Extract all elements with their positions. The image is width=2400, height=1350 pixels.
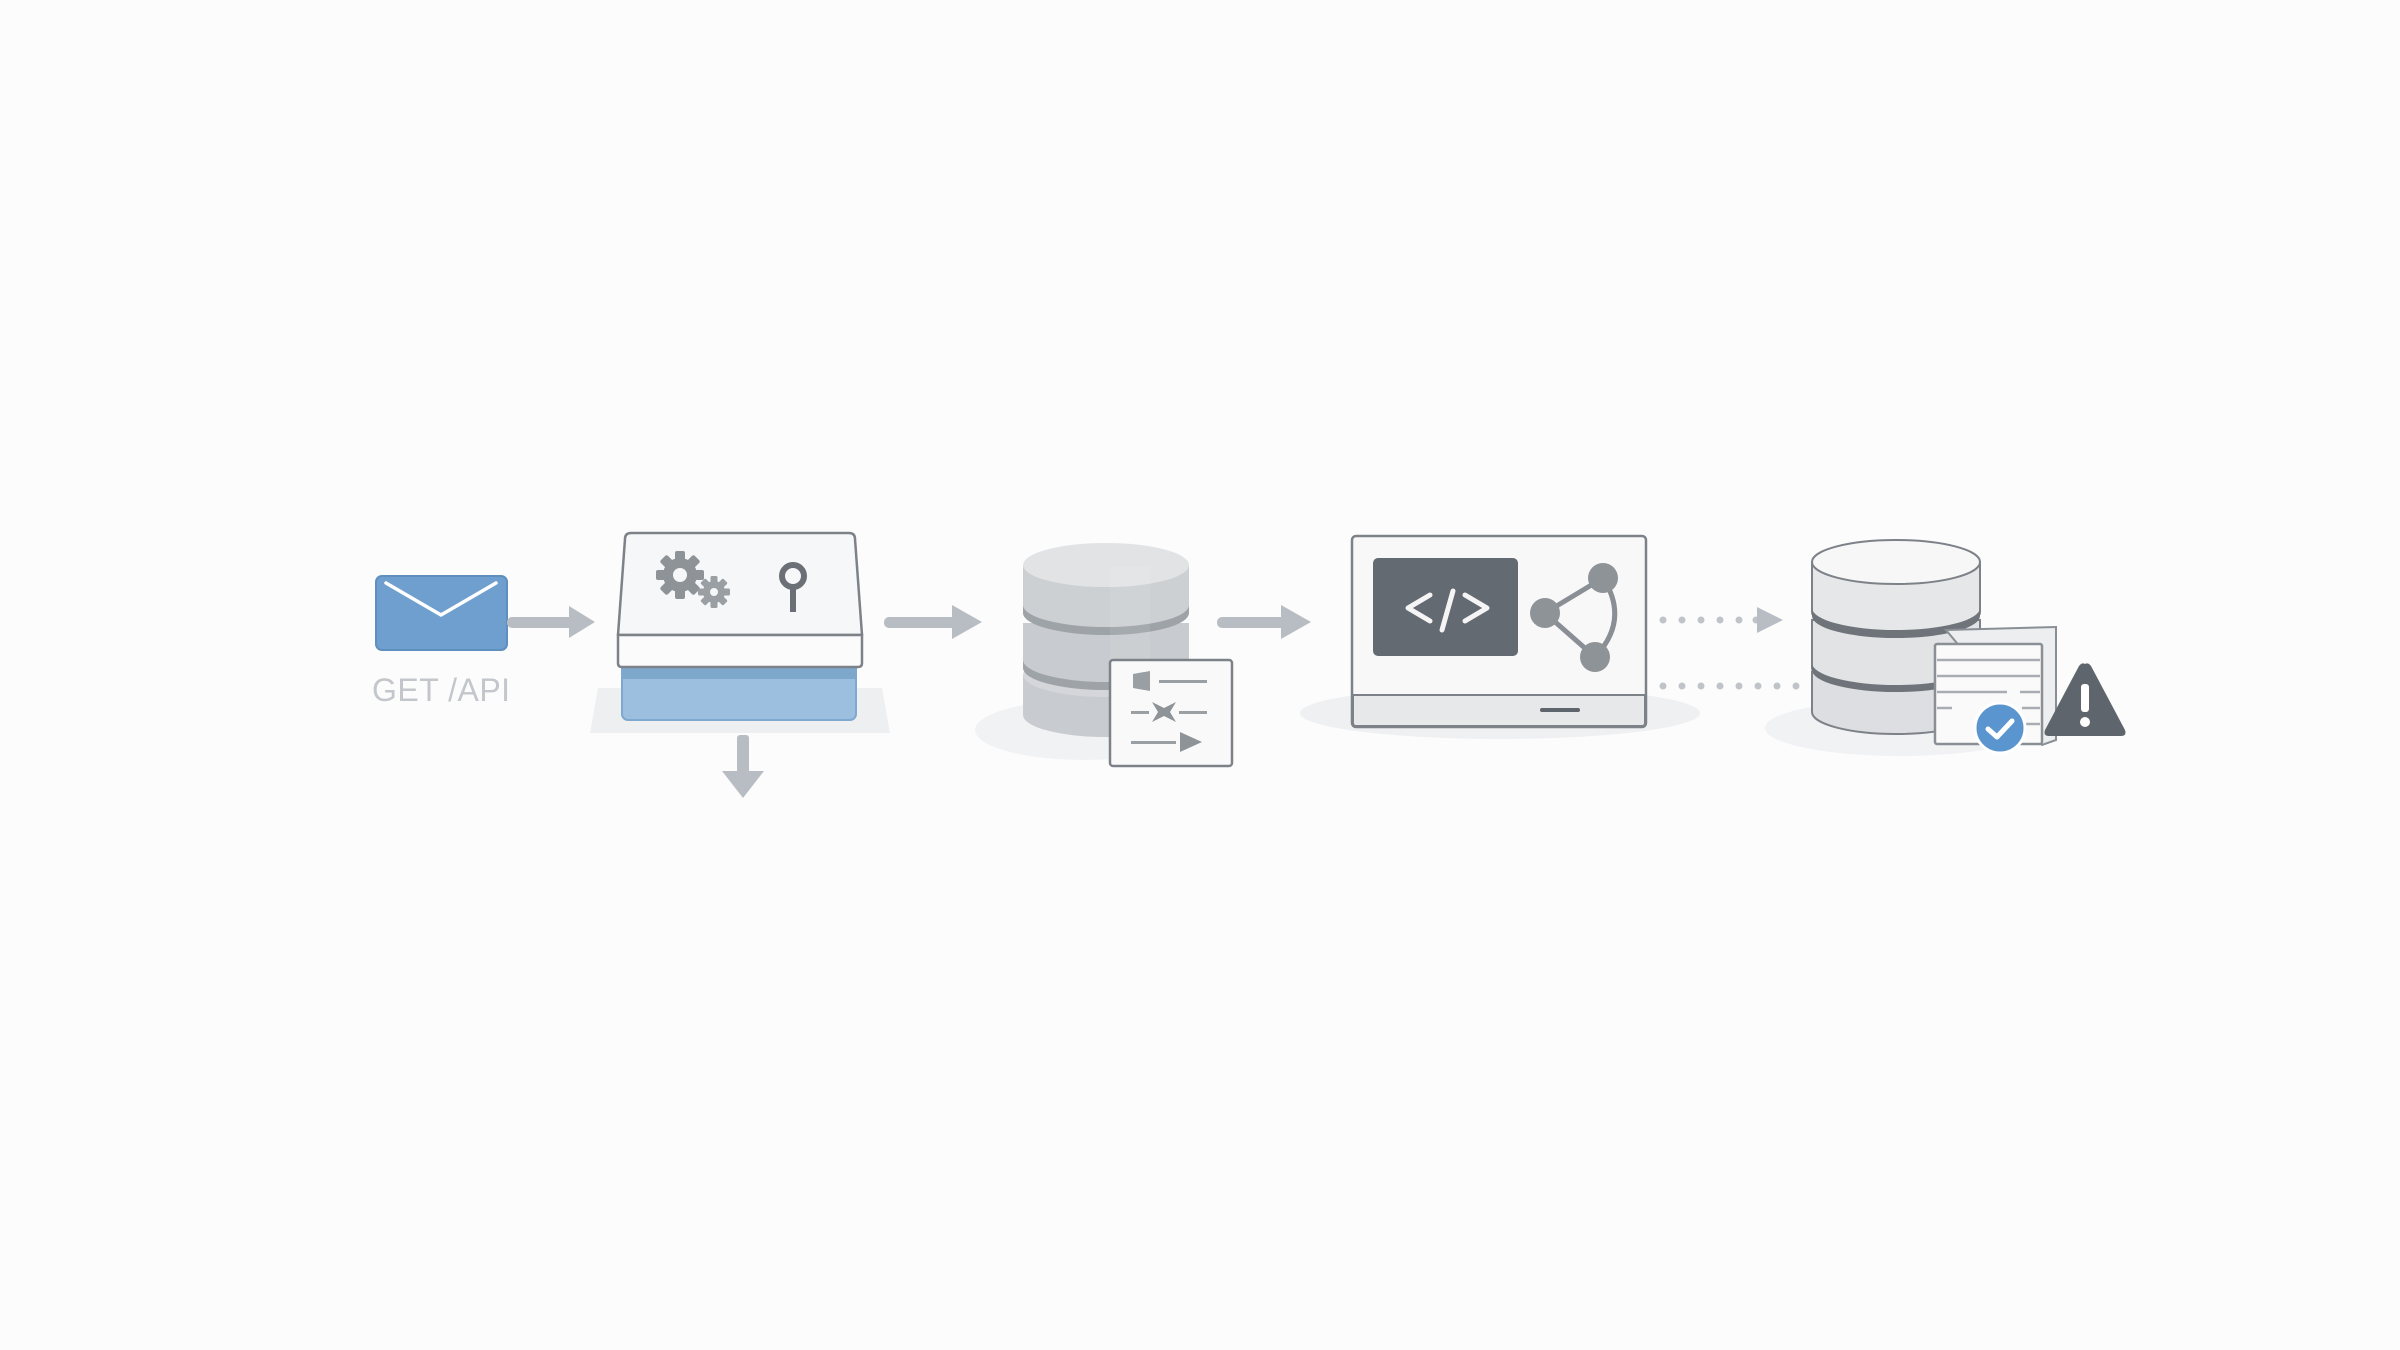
warning-triangle-icon [2044,663,2126,736]
share-network-icon [1530,563,1618,672]
code-brackets-icon [1405,588,1490,633]
request-label: GET /API [372,672,511,708]
envelope-icon [375,575,508,651]
stage-code-terminal [1295,525,1715,740]
stage-request: GET /API [370,570,515,715]
dotted-arrow-terminal-to-database-2 [1659,607,1783,633]
gear-icon [656,551,704,599]
dotted-line-terminal-to-database-2 [1659,682,1800,690]
terminal-icon [1300,534,1700,739]
arrow-request-to-gateway [507,606,595,638]
arrow-gateway-down [722,735,764,798]
gear-and-key-panel-icon [590,531,890,733]
media-controls-document-icon [1108,658,1234,768]
check-circle-icon [1973,701,2027,755]
small-gear-icon [698,576,730,608]
stage-database-2 [1760,520,2140,760]
code-panel [1373,558,1518,656]
arrow-database-1-to-terminal [1217,605,1311,639]
stage-gateway [590,525,890,798]
key-icon [779,562,807,612]
stage-database-1 [970,525,1240,770]
arrow-gateway-to-database-1 [884,605,982,639]
